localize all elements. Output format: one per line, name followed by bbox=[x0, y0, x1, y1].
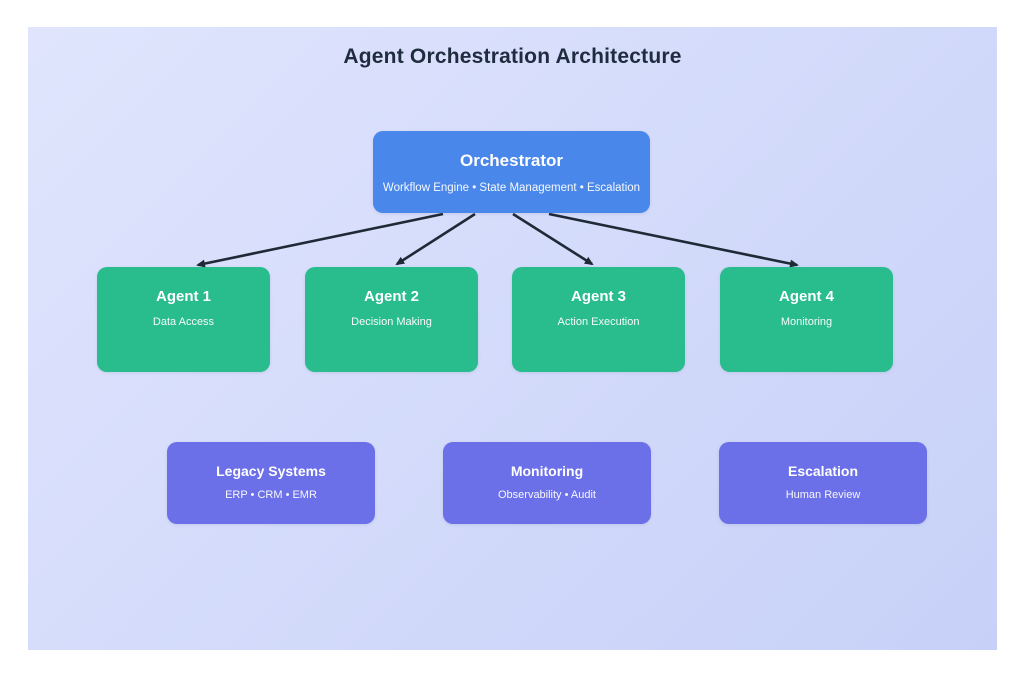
node-agent-1[interactable]: Agent 1 Data Access bbox=[97, 267, 270, 372]
agent-3-subtitle: Action Execution bbox=[557, 316, 640, 328]
agent-1-subtitle: Data Access bbox=[152, 316, 215, 328]
node-orchestrator[interactable]: Orchestrator Workflow Engine • State Man… bbox=[373, 131, 650, 213]
monitoring-subtitle: Observability • Audit bbox=[497, 489, 596, 501]
orchestrator-title: Orchestrator bbox=[460, 151, 563, 170]
orchestrator-subtitle: Workflow Engine • State Management • Esc… bbox=[382, 182, 641, 194]
agent-3-title: Agent 3 bbox=[570, 288, 626, 305]
arrow-orchestrator-to-agent-2 bbox=[395, 212, 476, 266]
monitoring-title: Monitoring bbox=[510, 463, 584, 479]
arrow-orchestrator-to-agent-4 bbox=[548, 212, 799, 268]
legacy-systems-title: Legacy Systems bbox=[216, 463, 326, 479]
node-monitoring[interactable]: Monitoring Observability • Audit bbox=[443, 442, 651, 524]
agent-2-subtitle: Decision Making bbox=[351, 316, 432, 328]
node-legacy-systems[interactable]: Legacy Systems ERP • CRM • EMR bbox=[167, 442, 375, 524]
agent-2-title: Agent 2 bbox=[363, 288, 419, 305]
legacy-systems-subtitle: ERP • CRM • EMR bbox=[225, 489, 317, 501]
node-agent-4[interactable]: Agent 4 Monitoring bbox=[720, 267, 893, 372]
escalation-subtitle: Human Review bbox=[785, 489, 861, 501]
escalation-title: Escalation bbox=[787, 463, 859, 479]
arrow-orchestrator-to-agent-3 bbox=[512, 212, 594, 266]
agent-4-title: Agent 4 bbox=[778, 288, 834, 305]
arrow-orchestrator-to-agent-1 bbox=[196, 212, 444, 268]
diagram-canvas: Agent Orchestration Architecture Orchest… bbox=[28, 27, 997, 650]
node-escalation[interactable]: Escalation Human Review bbox=[719, 442, 927, 524]
node-agent-3[interactable]: Agent 3 Action Execution bbox=[512, 267, 685, 372]
diagram-title: Agent Orchestration Architecture bbox=[343, 45, 682, 68]
node-agent-2[interactable]: Agent 2 Decision Making bbox=[305, 267, 478, 372]
agent-1-title: Agent 1 bbox=[155, 288, 211, 305]
agent-4-subtitle: Monitoring bbox=[780, 316, 833, 328]
